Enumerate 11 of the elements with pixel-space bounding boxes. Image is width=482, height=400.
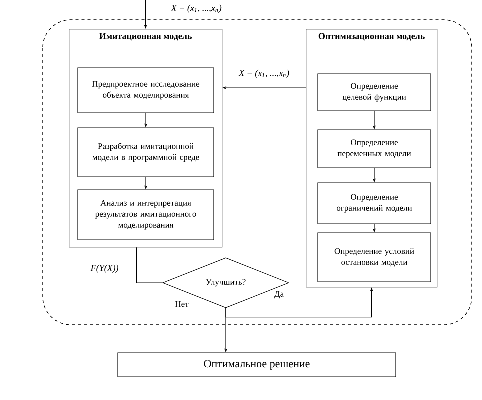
process-box: Определение целевой функции — [318, 74, 432, 112]
process-box: Анализ и интерпретация результатов имитационного моделирования — [78, 190, 214, 240]
edge-label: X = (x$_{1}$, ...,x$_{n}$) — [238, 68, 291, 80]
process-box: Определение переменных модели — [318, 130, 432, 168]
edge-label: X = (x$_{1}$, ...,x$_{n}$) — [171, 4, 222, 14]
process-box: Разработка имитационной модели в программной среде — [78, 128, 214, 178]
process-box: Определение ограничений модели — [318, 182, 432, 224]
process-box: Предпроектное исследование объекта моделирования — [78, 68, 214, 114]
result-box: Оптимальное решение — [118, 352, 396, 378]
arrow — [136, 247, 163, 284]
process-box: Определение условий остановки модели — [318, 232, 432, 282]
